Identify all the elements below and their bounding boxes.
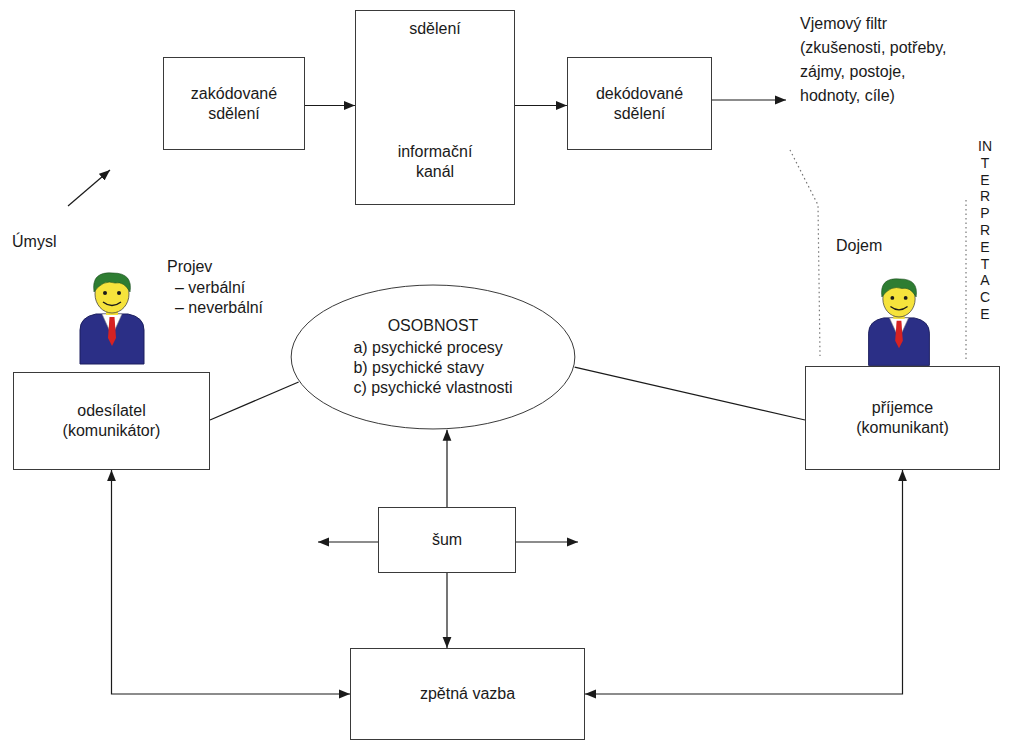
feedback-box: zpětná vazba [350, 648, 585, 740]
dotted-boundary [790, 150, 820, 356]
channel-box: sdělení informační kanál [355, 10, 515, 205]
personality-ellipse: OSOBNOSTa) psychické procesyb) psychické… [290, 284, 576, 430]
node-text: zpětná vazba [420, 684, 515, 704]
node-text: dekódované sdělení [578, 84, 702, 124]
connector-arrow [446, 430, 447, 507]
node-text: sdělení [409, 19, 461, 39]
node-text: odesílatel (komunikátor) [42, 401, 182, 441]
intent-arrow [68, 170, 110, 206]
connector-arrow [515, 105, 567, 106]
node-text: šum [432, 530, 462, 550]
connector-arrow [305, 105, 355, 106]
ellipse-shape [291, 285, 575, 429]
noise-arrow [516, 541, 578, 542]
node-text: zakódované sdělení [174, 84, 294, 124]
expression-label: Projev [167, 257, 212, 277]
connector-line [210, 382, 299, 420]
dotted-boundary [965, 200, 966, 360]
node-subtext: a) psychické procesy [353, 338, 512, 358]
ellipse-outline [290, 284, 576, 430]
connector-arrow [585, 470, 903, 694]
noise-arrow [318, 541, 378, 542]
node-subtext: b) psychické stavy [353, 358, 512, 378]
node-subtext: c) psychické vlastnosti [353, 378, 512, 398]
node-text: příjemce (komunikant) [838, 398, 968, 438]
expression-item: – neverbální [175, 298, 263, 318]
intent-label: Úmysl [12, 232, 56, 252]
connector-line [575, 367, 805, 420]
interpretation-label: INTERPRETACE [978, 138, 992, 323]
connector-arrow [112, 470, 351, 694]
node-subtext: informační kanál [380, 142, 490, 182]
sender-figure [80, 273, 144, 364]
impression-label: Dojem [836, 236, 882, 256]
expression-item: – verbální [175, 278, 245, 298]
filter-note: Vjemový filtr (zkušenosti, potřeby, zájm… [800, 12, 965, 108]
actor-box: odesílatel (komunikátor) [13, 372, 210, 470]
text-list: a) psychické procesyb) psychické stavyc)… [353, 338, 512, 398]
actor-box: příjemce (komunikant) [805, 366, 1000, 470]
process-box: dekódované sdělení [567, 57, 712, 150]
node-text: OSOBNOST [388, 316, 479, 336]
process-box: zakódované sdělení [163, 57, 305, 150]
filter-arrow [712, 99, 786, 100]
connector-arrow [446, 573, 447, 648]
receiver-figure [869, 279, 930, 366]
noise-box: šum [378, 507, 516, 573]
